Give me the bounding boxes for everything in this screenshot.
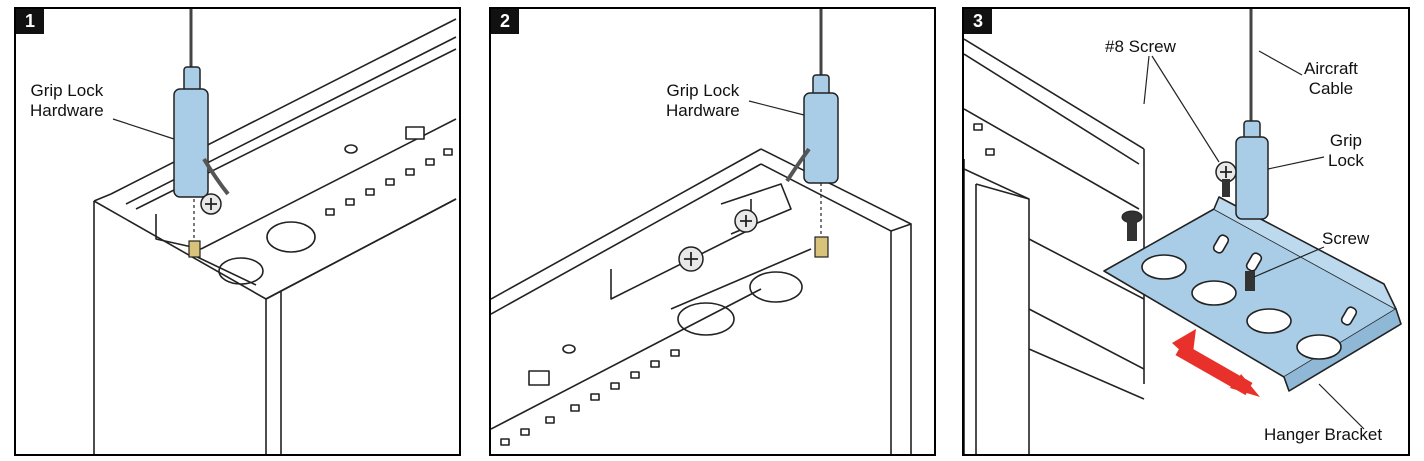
aircraft-cable-label: Aircraft Cable [1304,59,1358,98]
grip-lock-body [1235,136,1269,220]
step-2-panel: 2 [489,7,936,456]
hanger-bracket [1103,196,1402,392]
grip-lock-body [803,92,839,184]
screw-8-label: #8 Screw [1105,37,1176,56]
step-1-panel: 1 [14,7,461,456]
step-number: 3 [964,9,992,34]
step-2-illustration [491,9,912,454]
hanger-bracket-label: Hanger Bracket [1264,425,1383,444]
step-number: 2 [491,9,519,34]
grip-lock-label: Grip Lock [1328,131,1364,170]
screw-label: Screw [1322,229,1370,248]
grip-lock-hardware-label: Grip Lock Hardware [666,81,740,120]
step-number: 1 [16,9,44,34]
grip-lock-body [173,88,209,198]
step-3-panel: 3 [962,7,1410,456]
grip-lock-hardware-label: Grip Lock Hardware [30,81,104,120]
step-1-illustration [93,9,457,454]
step-3-illustration [964,9,1402,454]
